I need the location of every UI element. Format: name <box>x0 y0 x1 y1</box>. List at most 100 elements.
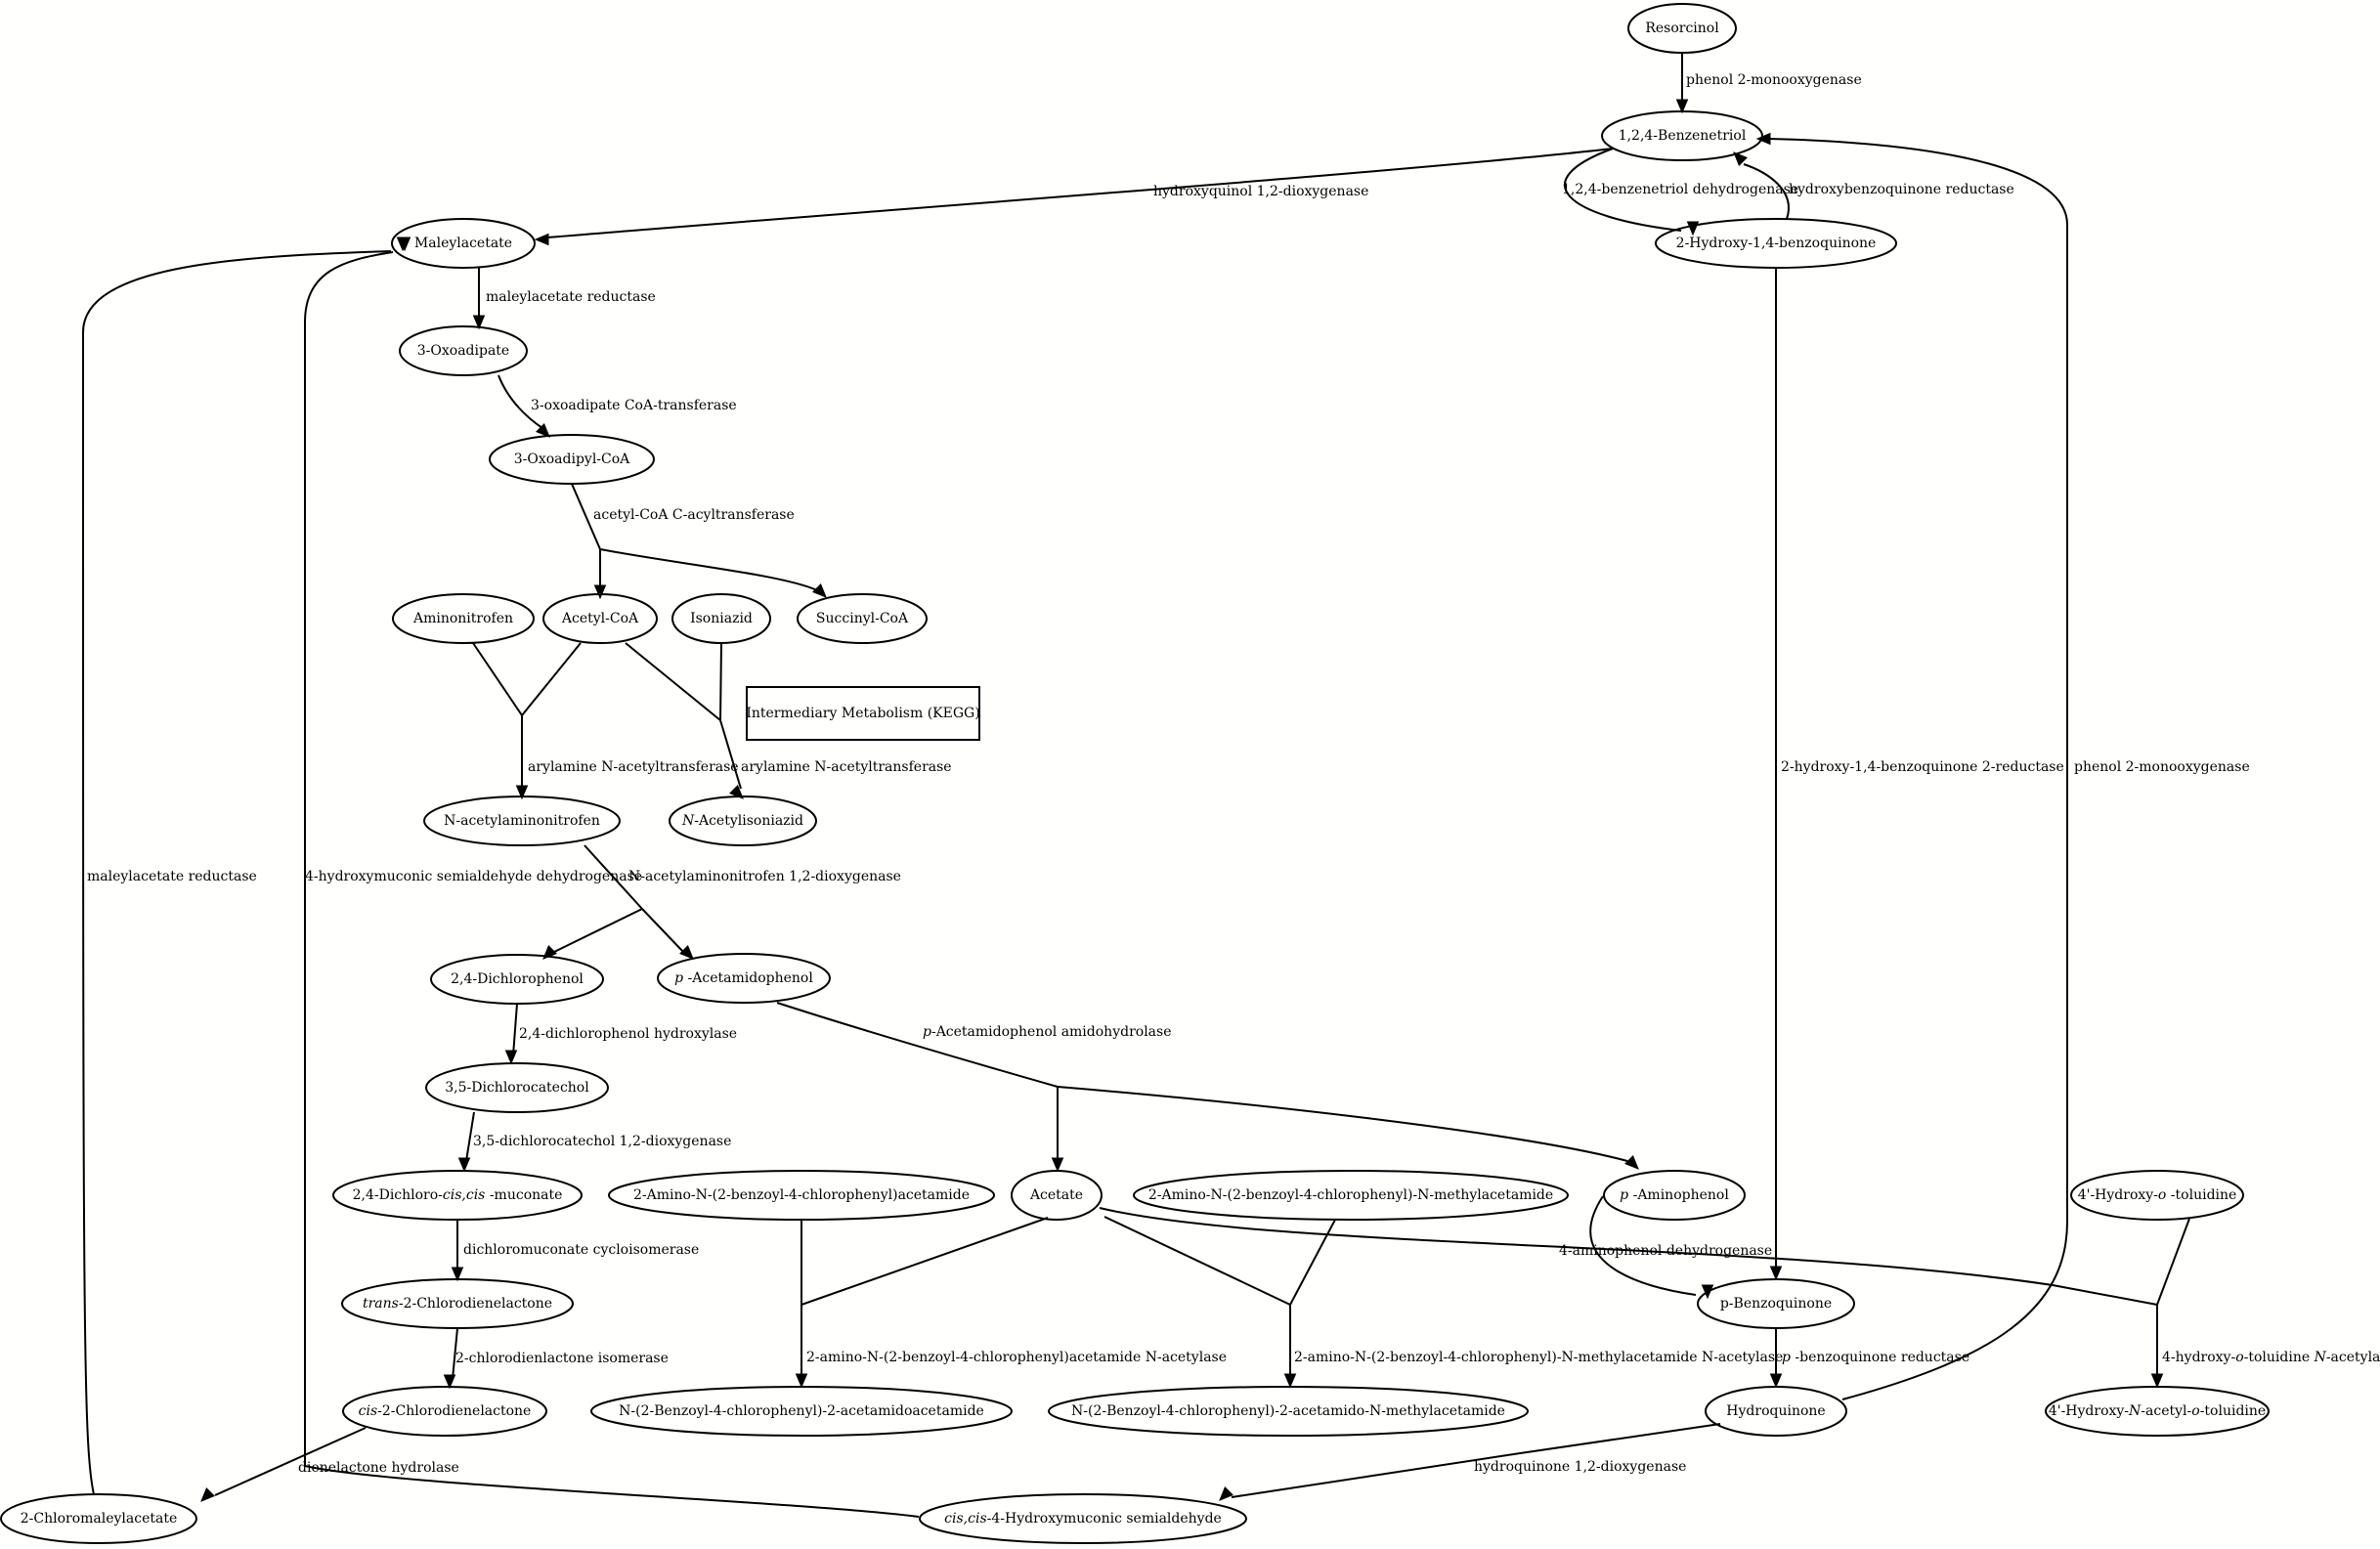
node-chloromaleylacetate: 2-Chloromaleylacetate <box>0 1493 197 1544</box>
edge-e25-arrowhead-0 <box>1283 1373 1297 1389</box>
edge-e22 <box>1755 132 2068 1400</box>
node-isoniazid-ellipse <box>671 593 771 644</box>
edge-e8-arrowhead-0 <box>515 785 529 800</box>
edge-e24-arrowhead-0 <box>795 1373 808 1389</box>
edge-e15-line-0 <box>452 1327 458 1380</box>
edge-e5-label: maleylacetate reductase <box>486 289 656 305</box>
edge-e23 <box>1219 1423 1721 1501</box>
node-hydroxytoluidine: 4'-Hydroxy-o -toluidine <box>2070 1170 2244 1221</box>
node-dichloromuconate-label: 2,4-Dichloro-cis,cis -muconate <box>353 1187 563 1203</box>
edge-e23-label: hydroquinone 1,2-dioxygenase <box>1474 1459 1686 1475</box>
node-resorcinol-ellipse <box>1627 3 1737 54</box>
node-resorcinol: Resorcinol <box>1627 3 1737 54</box>
node-isoniazid-label: Isoniazid <box>690 611 753 626</box>
edge-e10-arrowhead-0 <box>542 945 557 960</box>
edge-e19-label: 2-hydroxy-1,4-benzoquinone 2-reductase <box>1781 759 2064 775</box>
edge-e17-line-0 <box>81 250 392 1495</box>
node-hydroxytoluidine-label: 4'-Hydroxy-o -toluidine <box>2078 1187 2237 1203</box>
node-acetyltoluidine-ellipse <box>2045 1386 2270 1437</box>
edge-e26-label: 4-hydroxy-o-toluidine N-acetylase <box>2162 1350 2380 1365</box>
node-aminonitrofen-ellipse <box>392 593 535 644</box>
node-dichloromuconate: 2,4-Dichloro-cis,cis -muconate <box>332 1170 583 1221</box>
edge-e16-line-0 <box>214 1427 367 1496</box>
node-pbenzoquinone-label: p-Benzoquinone <box>1720 1296 1832 1312</box>
node-maleylacetate-ellipse <box>391 218 536 269</box>
edge-e18-label: 4-hydroxymuconic semialdehyde dehydrogen… <box>305 869 642 884</box>
edge-e6-line-0 <box>498 374 543 429</box>
node-chloromaleylacetate-ellipse <box>0 1493 197 1544</box>
node-oxoadipylcoa-label: 3-Oxoadipyl-CoA <box>514 452 630 467</box>
node-pbenzoquinone-ellipse <box>1697 1278 1855 1329</box>
edge-e16-arrowhead-0 <box>200 1487 215 1502</box>
node-dichloromuconate-ellipse <box>332 1170 583 1221</box>
edge-e15 <box>443 1327 458 1390</box>
edge-e19 <box>1769 268 1783 1281</box>
node-cisdienelactone-ellipse <box>342 1386 547 1437</box>
node-aminophenol-ellipse <box>1603 1170 1746 1221</box>
node-aminobenzoylmethylacetamide: 2-Amino-N-(2-benzoyl-4-chlorophenyl)-N-m… <box>1133 1170 1569 1221</box>
node-aminophenol-label: p -Aminophenol <box>1620 1187 1729 1203</box>
edge-e5 <box>472 268 486 330</box>
edge-e24 <box>795 1217 1049 1389</box>
edge-e12 <box>776 1002 1639 1173</box>
node-aminobenzoylacetamide: 2-Amino-N-(2-benzoyl-4-chlorophenyl)acet… <box>608 1170 995 1221</box>
edge-e8-label: arylamine N-acetyltransferase <box>528 759 739 775</box>
node-kegg-box <box>746 686 980 741</box>
edge-e24-label: 2-amino-N-(2-benzoyl-4-chlorophenyl)acet… <box>806 1350 1227 1365</box>
node-acetylcoa-label: Acetyl-CoA <box>561 611 639 626</box>
edge-e15-label: 2-chlorodienlactone isomerase <box>455 1351 669 1366</box>
node-nacetylisoniazid-label: N-Acetylisoniazid <box>681 813 803 829</box>
node-maleylacetate-label: Maleylacetate <box>414 236 512 251</box>
edge-e4-line-0 <box>1743 163 1790 220</box>
node-hydroxymuconicsemialdehyde-ellipse <box>919 1493 1247 1544</box>
node-benzenetriol: 1,2,4-Benzenetriol <box>1601 110 1763 161</box>
node-kegg: Intermediary Metabolism (KEGG) <box>746 686 980 741</box>
edge-e9-line-2 <box>719 719 742 790</box>
edge-e15-arrowhead-0 <box>443 1374 456 1390</box>
edge-e6-label: 3-oxoadipate CoA-transferase <box>531 398 737 413</box>
node-acetylcoa: Acetyl-CoA <box>542 593 658 644</box>
edge-e26 <box>1099 1207 2190 1389</box>
edge-e2 <box>534 148 1614 246</box>
node-hydroxymuconicsemialdehyde: cis,cis-4-Hydroxymuconic semialdehyde <box>919 1493 1247 1544</box>
node-acetamidophenol-ellipse <box>657 953 831 1004</box>
edge-e1-arrowhead-0 <box>1675 99 1689 114</box>
edge-e12-label: p-Acetamidophenol amidohydrolase <box>923 1024 1171 1040</box>
node-dichlorocatechol-ellipse <box>425 1062 609 1113</box>
node-oxoadipate: 3-Oxoadipate <box>399 325 528 376</box>
node-cisdienelactone-label: cis-2-Chlorodienelactone <box>359 1403 532 1419</box>
node-nacetylisoniazid-ellipse <box>669 796 817 846</box>
edge-e7-arrowhead-1 <box>812 583 827 598</box>
edge-e18-line-0 <box>303 251 920 1518</box>
edge-e7-line-0 <box>571 483 601 550</box>
edge-e13 <box>457 1111 475 1173</box>
edge-e18 <box>303 237 920 1518</box>
node-hydroquinone-ellipse <box>1705 1386 1847 1437</box>
node-aminobenzoylacetamide-label: 2-Amino-N-(2-benzoyl-4-chlorophenyl)acet… <box>633 1187 970 1203</box>
edge-e6 <box>498 374 550 438</box>
edge-e1-label: phenol 2-monooxygenase <box>1686 72 1862 88</box>
edge-e19-arrowhead-0 <box>1769 1266 1783 1281</box>
edge-e3-label: 1,2,4-benzenetriol dehydrogenase <box>1562 182 1798 197</box>
node-oxoadipate-label: 3-Oxoadipate <box>417 343 509 359</box>
edge-e25-label: 2-amino-N-(2-benzoyl-4-chlorophenyl)-N-m… <box>1294 1350 1783 1365</box>
node-acetyltoluidine-label: 4'-Hydroxy-N-acetyl-o-toluidine <box>2049 1403 2266 1419</box>
edge-e7-line-2 <box>599 548 818 591</box>
edge-e13-label: 3,5-dichlorocatechol 1,2-dioxygenase <box>473 1134 731 1149</box>
node-isoniazid: Isoniazid <box>671 593 771 644</box>
edge-e7-label: acetyl-CoA C-acyltransferase <box>593 507 795 523</box>
node-hydroxybenzoquinone-ellipse <box>1655 218 1897 269</box>
edge-e9-line-0 <box>625 642 721 721</box>
node-acetamidoacetamide-ellipse <box>590 1386 1013 1437</box>
node-cisdienelactone: cis-2-Chlorodienelactone <box>342 1386 547 1437</box>
edge-e21-arrowhead-0 <box>1769 1373 1783 1389</box>
edge-e17-label: maleylacetate reductase <box>87 869 257 884</box>
edge-e26-line-0 <box>1099 1207 2054 1286</box>
node-acetamidomethylacetamide-ellipse <box>1048 1386 1529 1437</box>
node-aminobenzoylmethylacetamide-label: 2-Amino-N-(2-benzoyl-4-chlorophenyl)-N-m… <box>1148 1187 1553 1203</box>
edge-e16-label: dienelactone hydrolase <box>298 1460 459 1476</box>
node-maleylacetate: Maleylacetate <box>391 218 536 269</box>
node-acetyltoluidine: 4'-Hydroxy-N-acetyl-o-toluidine <box>2045 1386 2270 1437</box>
node-nacetylaminonitrofen: N-acetylaminonitrofen <box>423 796 621 846</box>
